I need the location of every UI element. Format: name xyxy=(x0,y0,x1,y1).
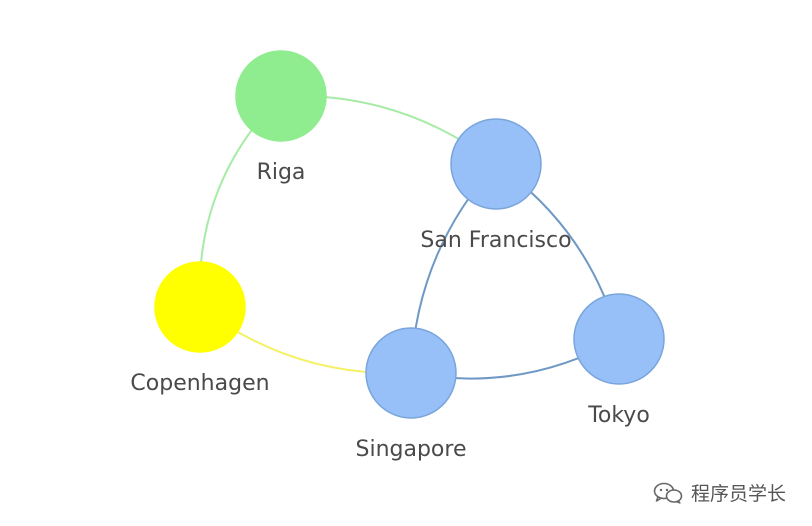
node-label-copenhagen: Copenhagen xyxy=(130,371,269,396)
node-label-singapore: Singapore xyxy=(356,437,467,462)
node-label-riga: Riga xyxy=(257,160,306,185)
wechat-icon xyxy=(653,482,683,504)
watermark: 程序员学长 xyxy=(653,479,786,506)
nodes-layer xyxy=(154,50,665,419)
node-tokyo[interactable] xyxy=(573,293,665,385)
node-copenhagen[interactable] xyxy=(154,261,246,353)
watermark-text: 程序员学长 xyxy=(690,483,786,505)
node-riga[interactable] xyxy=(235,50,327,142)
node-label-tokyo: Tokyo xyxy=(587,403,650,428)
node-label-san-francisco: San Francisco xyxy=(420,228,571,253)
node-singapore[interactable] xyxy=(365,327,457,419)
node-san-francisco[interactable] xyxy=(450,118,542,210)
